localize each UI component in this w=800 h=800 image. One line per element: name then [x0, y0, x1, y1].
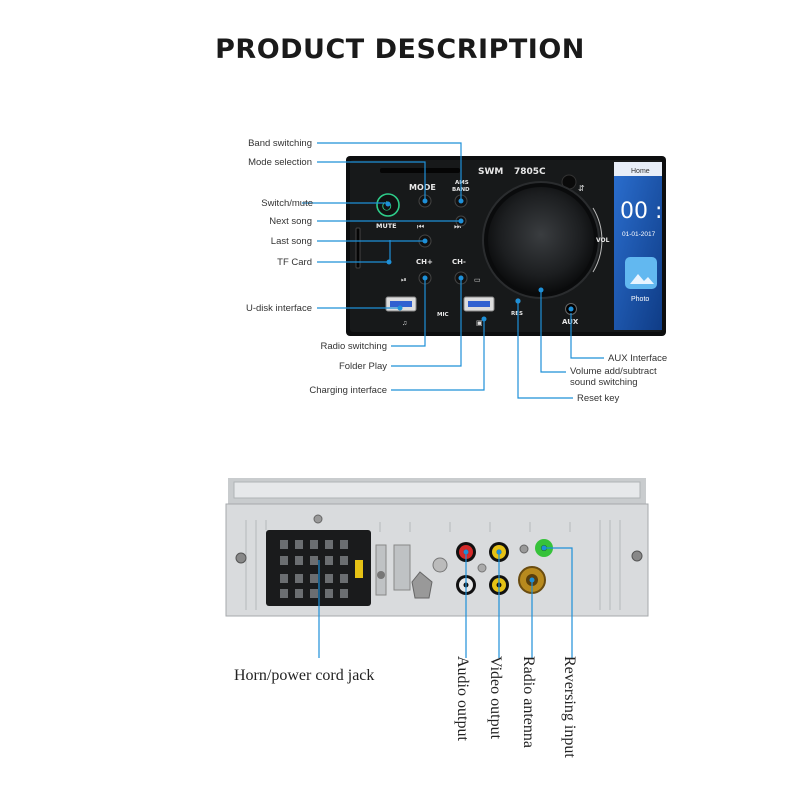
volume-knob[interactable]	[488, 187, 594, 293]
eq-icon: ⇵	[578, 184, 585, 193]
rear-panel	[225, 478, 649, 617]
label-aux-interface: AUX Interface	[608, 353, 667, 364]
res-label: RES	[511, 311, 523, 317]
screen-date: 01-01-2017	[622, 231, 656, 238]
ch-plus-label: CH+	[416, 258, 433, 266]
vol-label: VOL	[596, 237, 610, 244]
label-switch-mute: Switch/mute	[261, 198, 313, 209]
top-slot	[380, 168, 460, 173]
label-charging: Charging interface	[309, 385, 387, 396]
touch-screen[interactable]	[614, 162, 662, 330]
label-last-song: Last song	[271, 236, 312, 247]
label-reversing-input: Reversing input	[561, 656, 578, 758]
photo-app-label: Photo	[631, 296, 649, 303]
screen-clock: 00 :	[620, 199, 662, 224]
model-number: 7805C	[514, 167, 546, 177]
label-folder-play: Folder Play	[339, 361, 387, 372]
screw-top	[313, 514, 323, 524]
label-radio-antenna: Radio antenna	[520, 656, 537, 748]
folder-icon: ▭	[474, 277, 481, 284]
screw-left	[235, 552, 247, 564]
rear-leader-lines	[318, 545, 573, 658]
page-title: PRODUCT DESCRIPTION	[215, 34, 585, 65]
front-leader-lines	[302, 142, 604, 399]
label-band-switching: Band switching	[248, 138, 312, 149]
front-panel: SWM 7805C ⇵ MODE AMS BAND ⏻ MUTE ⏮ ⏭ CH+…	[346, 156, 666, 336]
label-audio-output: Audio output	[454, 656, 471, 741]
front-labels: Band switching Mode selection Switch/mut…	[246, 138, 667, 404]
screen-home-label: Home	[631, 168, 650, 175]
charge-icon: ▣	[476, 320, 483, 327]
mode-label: MODE	[409, 183, 436, 192]
mic-label: MIC	[437, 312, 449, 318]
label-reset-key: Reset key	[577, 393, 619, 404]
prev-icon: ⏮	[417, 222, 424, 231]
music-icon: ♫	[402, 320, 407, 327]
play-pause-icon: ⏯	[401, 277, 407, 284]
tf-slot[interactable]	[355, 227, 361, 269]
label-mode-selection: Mode selection	[248, 157, 312, 168]
label-radio-switching: Radio switching	[320, 341, 387, 352]
rear-labels: Horn/power cord jack Audio output Video …	[234, 656, 578, 758]
next-icon: ⏭	[454, 222, 461, 231]
mute-label: MUTE	[376, 222, 397, 230]
label-u-disk: U-disk interface	[246, 303, 312, 314]
model-label: SWM	[478, 167, 503, 177]
label-video-output: Video output	[487, 656, 504, 740]
ams-label: AMS	[455, 180, 469, 186]
label-volume: Volume add/subtract	[570, 366, 657, 377]
label-sound-switching: sound switching	[570, 377, 638, 388]
label-next-song: Next song	[269, 216, 312, 227]
label-horn-power: Horn/power cord jack	[234, 667, 374, 684]
photo-app-icon[interactable]	[625, 257, 657, 289]
screw-right	[631, 550, 643, 562]
label-tf-card: TF Card	[277, 257, 312, 268]
ch-minus-label: CH-	[452, 258, 466, 266]
